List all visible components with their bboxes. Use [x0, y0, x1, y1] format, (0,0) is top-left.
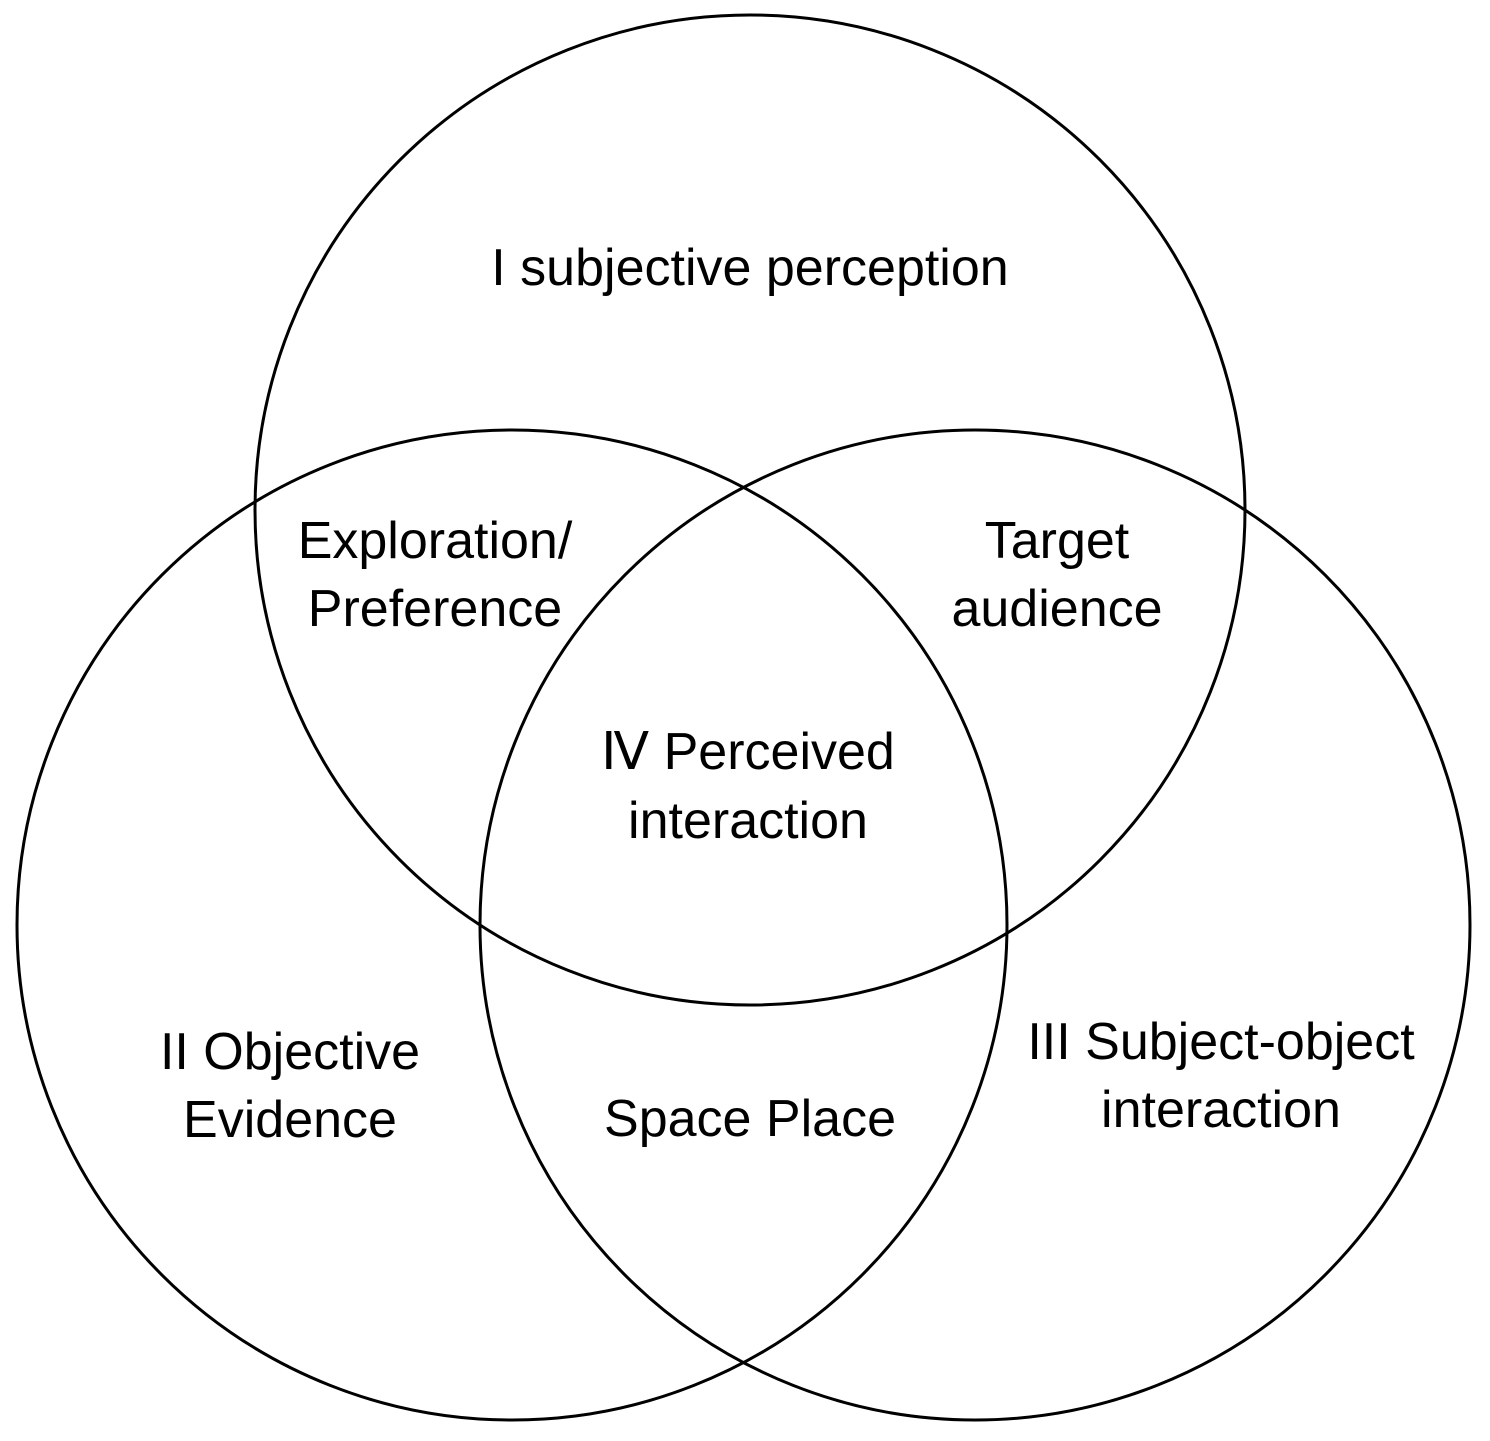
label-line: Evidence [183, 1091, 397, 1149]
circle-objective-evidence [15, 428, 1009, 1422]
label-subject-object-interaction: III Subject-object interaction [1027, 1008, 1414, 1144]
label-target-audience: Target audience [951, 507, 1162, 643]
label-objective-evidence: II Objective Evidence [160, 1018, 420, 1154]
label-exploration-preference: Exploration/ Preference [298, 507, 573, 643]
label-line: Ⅳ Perceived [601, 718, 895, 787]
circle-subject-object-interaction [478, 428, 1472, 1422]
label-line: Exploration/ [297, 512, 573, 570]
label-line: Space Place [604, 1090, 896, 1148]
label-space-place: Space Place [604, 1085, 896, 1153]
label-line: interaction [1101, 1081, 1341, 1139]
label-line: audience [951, 580, 1163, 638]
label-line: III Subject-object [1027, 1013, 1415, 1071]
label-line: interaction [628, 792, 868, 850]
label-text: Perceived [649, 723, 895, 781]
roman-numeral-four: Ⅳ [601, 724, 650, 781]
label-subjective-perception: I subjective perception [491, 234, 1008, 302]
label-line: Preference [307, 580, 563, 638]
label-line: I subjective perception [491, 239, 1009, 297]
label-line: II Objective [159, 1023, 421, 1081]
label-line: Target [984, 512, 1130, 570]
label-perceived-interaction: Ⅳ Perceived interaction [601, 718, 895, 855]
